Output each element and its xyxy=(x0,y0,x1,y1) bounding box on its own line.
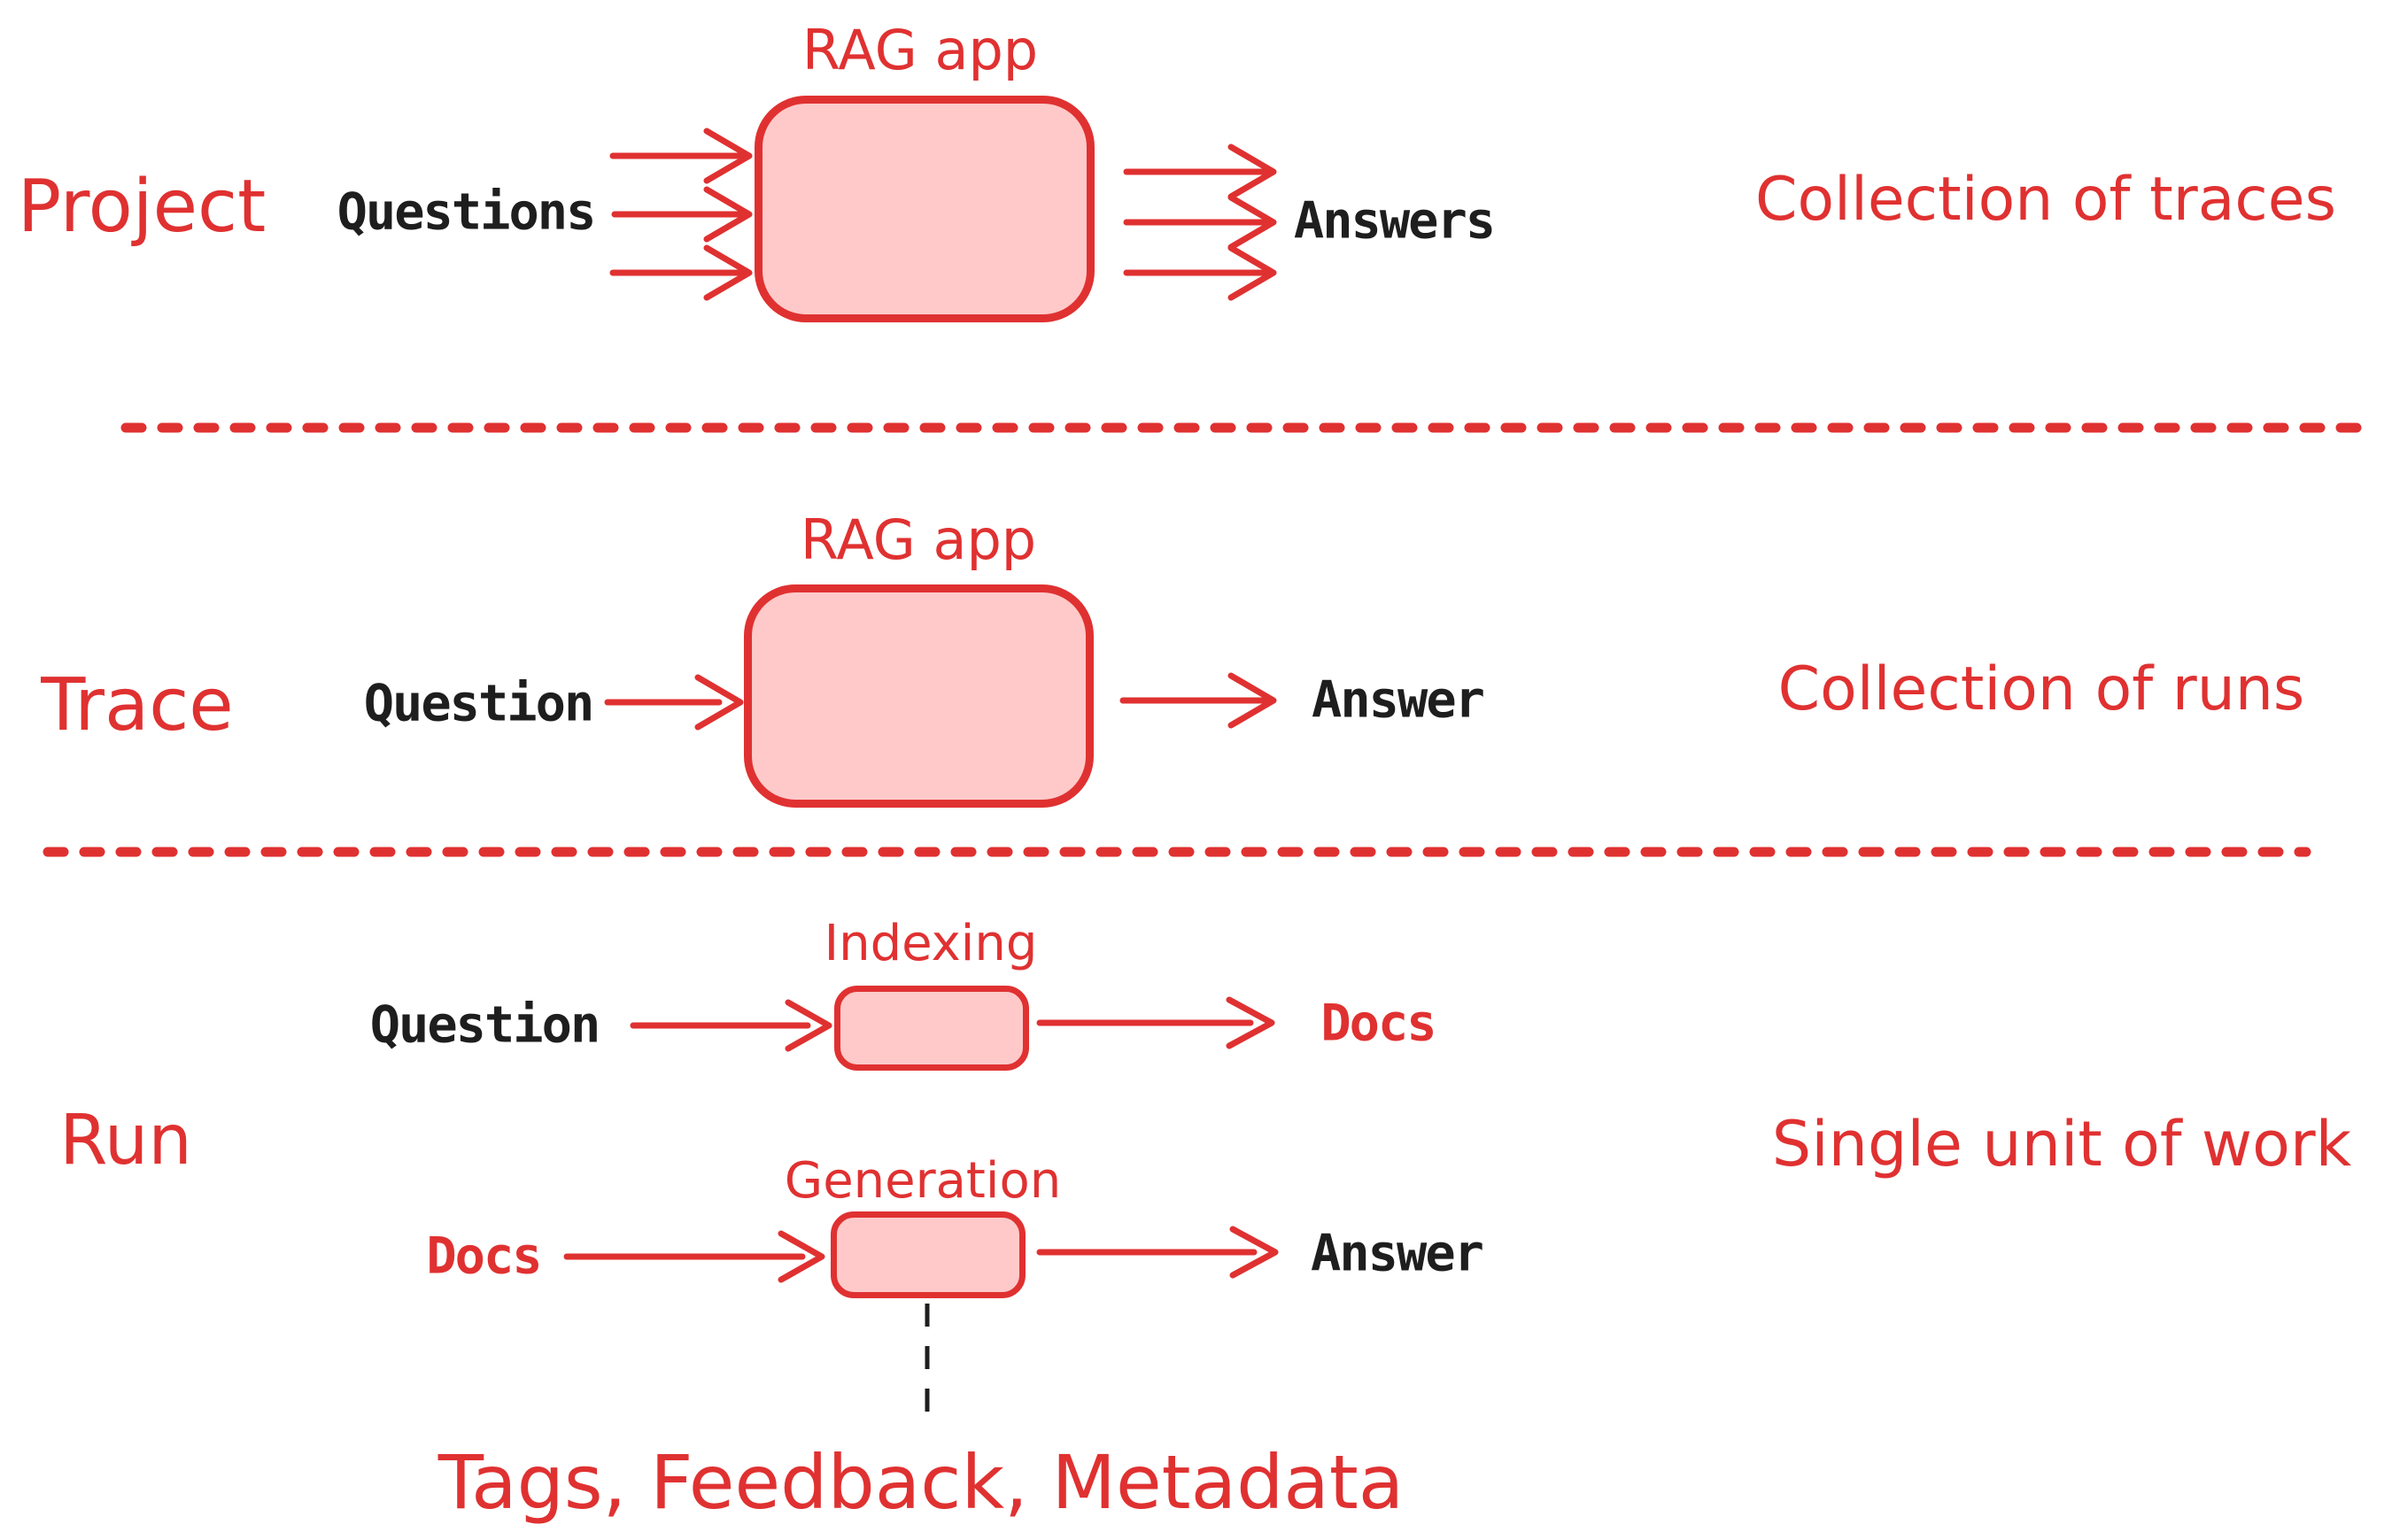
project-annotation: Collection of traces xyxy=(1754,165,2337,235)
project-section-label: Project xyxy=(17,165,267,249)
generation-output-arrow xyxy=(1036,1226,1279,1279)
indexing-output-label: Docs xyxy=(1320,994,1436,1053)
indexing-output-arrow xyxy=(1036,996,1275,1049)
project-input-arrow-2 xyxy=(611,186,753,243)
project-input-arrow-1 xyxy=(609,128,753,184)
trace-section-label: Trace xyxy=(41,663,234,747)
run-annotation: Single unit of work xyxy=(1771,1108,2352,1180)
indexing-box xyxy=(834,986,1029,1071)
indexing-input-label: Question xyxy=(369,995,601,1055)
generation-box-title: Generation xyxy=(784,1152,1062,1210)
trace-input-arrow xyxy=(604,674,744,731)
project-output-arrow-3 xyxy=(1123,244,1277,301)
project-output-arrow-2 xyxy=(1123,194,1277,251)
trace-rag-app-box xyxy=(744,584,1094,808)
indexing-box-title: Indexing xyxy=(824,915,1038,972)
project-output-label: Answers xyxy=(1293,191,1496,251)
indexing-input-arrow xyxy=(630,999,832,1052)
project-rag-app-box xyxy=(755,96,1095,322)
trace-input-label: Question xyxy=(363,674,595,733)
trace-box-title: RAG app xyxy=(800,507,1037,572)
project-box-title: RAG app xyxy=(801,18,1039,82)
generation-input-arrow xyxy=(563,1230,825,1283)
trace-output-label: Answer xyxy=(1312,670,1485,730)
trace-annotation: Collection of runs xyxy=(1777,654,2305,724)
generation-output-label: Answer xyxy=(1311,1224,1484,1283)
project-input-label: Questions xyxy=(337,182,597,242)
project-input-arrow-3 xyxy=(609,244,753,301)
trace-output-arrow xyxy=(1119,672,1277,729)
run-footnote: Tags, Feedback, Metadata xyxy=(437,1439,1405,1526)
run-section-label: Run xyxy=(59,1101,192,1180)
project-output-arrow-1 xyxy=(1123,143,1277,200)
generation-input-label: Docs xyxy=(426,1227,542,1286)
generation-box xyxy=(831,1211,1026,1298)
